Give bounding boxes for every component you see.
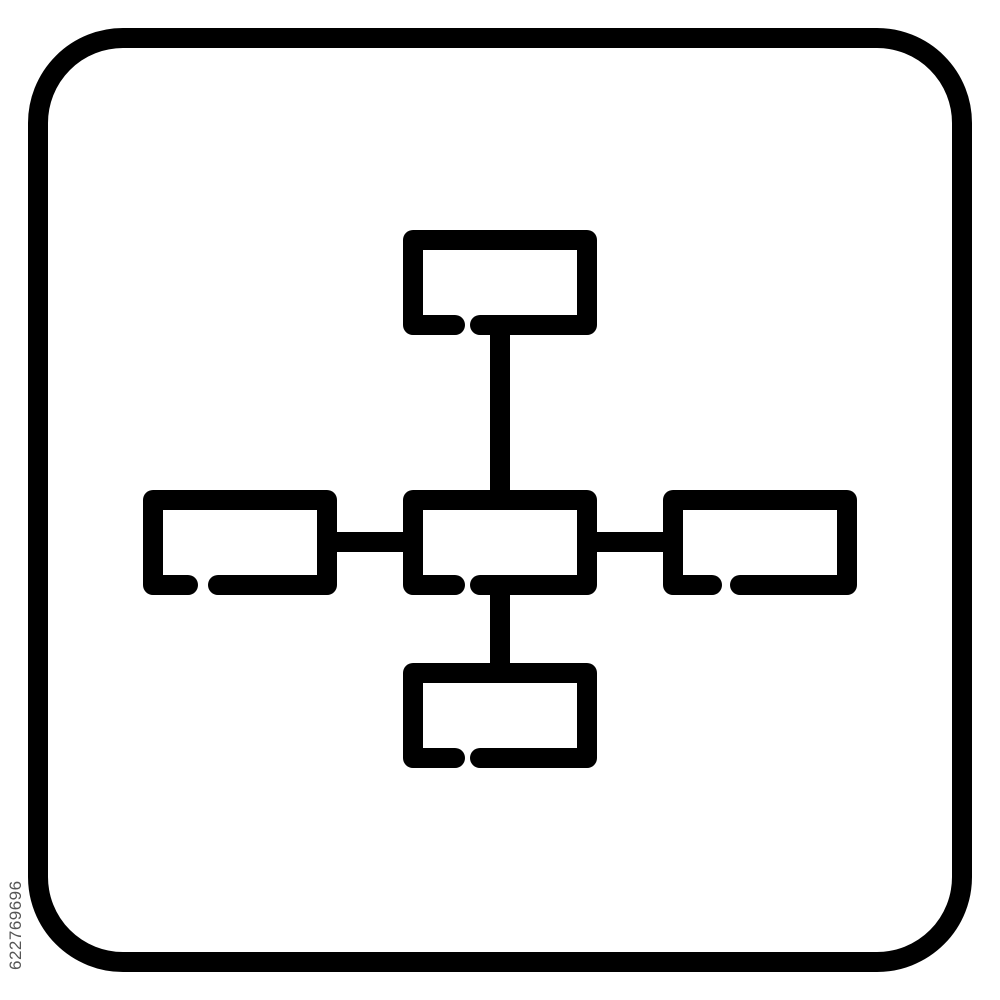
top-node-box: [403, 230, 597, 335]
bottom-node-box: [403, 663, 597, 768]
right-node-box: [663, 490, 857, 595]
stock-id-watermark: 622769696: [6, 880, 25, 970]
frame-border: [28, 28, 972, 972]
center-node-box: [403, 490, 597, 595]
left-node-box: [143, 490, 337, 595]
